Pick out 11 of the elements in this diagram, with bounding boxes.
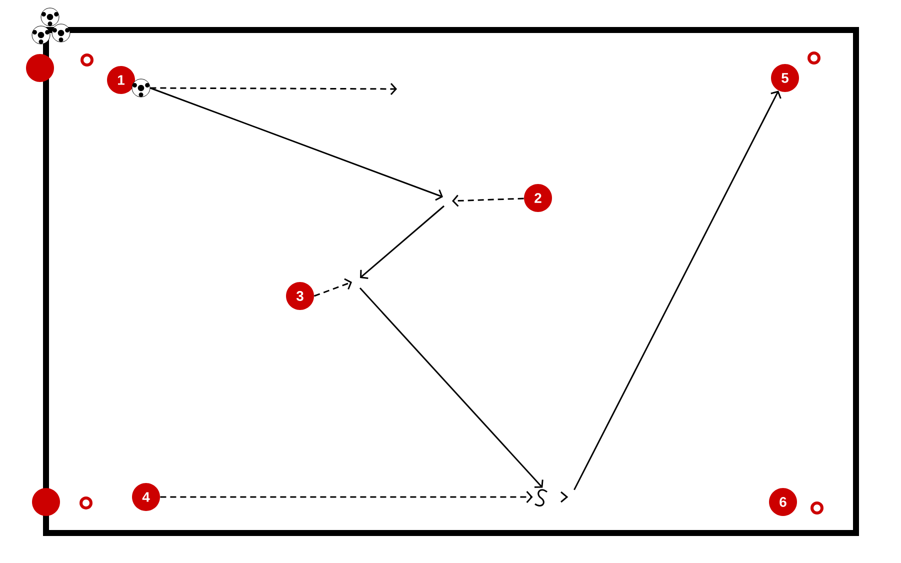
marker-disc bbox=[26, 54, 54, 82]
marker-disc bbox=[32, 488, 60, 516]
arrow bbox=[150, 82, 397, 95]
arrow bbox=[314, 278, 352, 297]
arrow bbox=[150, 87, 443, 201]
arrow bbox=[574, 90, 782, 490]
arrow bbox=[359, 287, 544, 488]
arrow bbox=[160, 490, 533, 503]
arrow bbox=[452, 194, 524, 207]
ball bbox=[132, 78, 150, 98]
turn-mark bbox=[534, 489, 568, 506]
